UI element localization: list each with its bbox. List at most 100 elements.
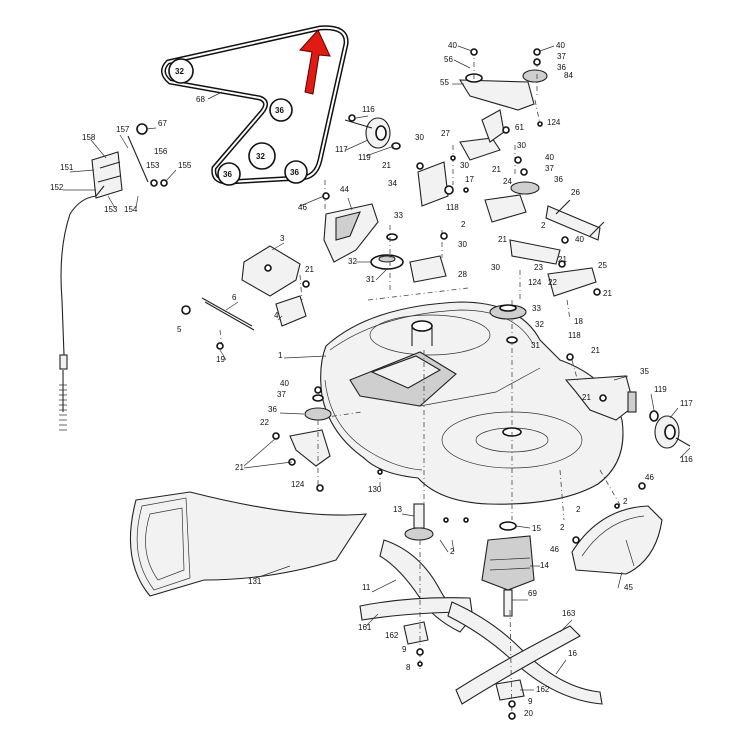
callout-c33b: 33 bbox=[532, 304, 541, 313]
callout-c21e: 21 bbox=[305, 265, 314, 274]
mower-deck bbox=[319, 287, 624, 521]
callout-c3: 3 bbox=[280, 234, 285, 243]
callout-c162b: 162 bbox=[536, 685, 550, 694]
callout-c151: 151 bbox=[60, 163, 74, 172]
callout-c15: 15 bbox=[532, 524, 541, 533]
callout-c55: 55 bbox=[440, 78, 449, 87]
callout-c2d: 2 bbox=[576, 505, 581, 514]
blade-163 bbox=[455, 625, 581, 705]
leader-lines bbox=[63, 45, 691, 691]
callout-c21c: 21 bbox=[498, 235, 507, 244]
lever-bracket bbox=[91, 151, 123, 199]
callout-c44: 44 bbox=[340, 185, 349, 194]
bracket-3 bbox=[241, 245, 301, 297]
callout-c46c: 46 bbox=[550, 545, 559, 554]
callout-c2c: 2 bbox=[623, 497, 628, 506]
callout-c161: 161 bbox=[358, 623, 372, 632]
callout-c25: 25 bbox=[598, 261, 607, 270]
callout-c5: 5 bbox=[177, 325, 182, 334]
callout-c40e: 40 bbox=[280, 379, 289, 388]
callout-c9b: 9 bbox=[528, 697, 533, 706]
belt-leader bbox=[207, 91, 223, 100]
callout-c31b: 31 bbox=[531, 341, 540, 350]
callout-c40c: 40 bbox=[545, 153, 554, 162]
callout-c117b: 117 bbox=[680, 399, 693, 408]
bracket-25 bbox=[547, 267, 597, 297]
callout-c130: 130 bbox=[368, 485, 382, 494]
callout-c36b: 36 bbox=[554, 175, 563, 184]
callout-c6: 6 bbox=[232, 293, 237, 302]
callout-c21a: 21 bbox=[382, 161, 391, 170]
belt-direction-arrow bbox=[299, 29, 331, 95]
callout-c32b: 32 bbox=[535, 320, 544, 329]
callout-c16: 16 bbox=[568, 649, 577, 658]
bracket-55 bbox=[458, 79, 535, 111]
callout-c158: 158 bbox=[82, 133, 96, 142]
callout-c21f: 21 bbox=[603, 289, 612, 298]
right-spindle-pulley bbox=[489, 304, 527, 344]
callout-c124a: 124 bbox=[547, 118, 561, 127]
callout-c30a: 30 bbox=[415, 133, 424, 142]
callout-c162a: 162 bbox=[385, 631, 399, 640]
callout-c153: 153 bbox=[146, 161, 160, 170]
washer-15 bbox=[499, 521, 517, 531]
callout-c117a: 117 bbox=[335, 145, 348, 154]
callout-c56: 56 bbox=[444, 55, 453, 64]
callout-c21d: 21 bbox=[558, 255, 567, 264]
callout-c4: 4 bbox=[274, 311, 279, 320]
callout-c18: 18 bbox=[574, 317, 583, 326]
callout-c46b: 46 bbox=[645, 473, 654, 482]
belt-pulley-right bbox=[269, 98, 293, 122]
callout-c155: 155 bbox=[178, 161, 192, 170]
belt-routing-inset: 32 36 32 36 36 68 bbox=[161, 25, 349, 186]
idler-arm-27 bbox=[459, 137, 501, 161]
callout-c40b: 40 bbox=[556, 41, 565, 50]
callout-c17: 17 bbox=[465, 175, 474, 184]
left-hangers bbox=[181, 245, 307, 351]
callout-c37c: 37 bbox=[277, 390, 286, 399]
callout-c8: 8 bbox=[406, 663, 411, 672]
callout-c157: 157 bbox=[116, 125, 130, 134]
callout-c30c: 30 bbox=[460, 161, 469, 170]
callout-c24: 24 bbox=[503, 177, 512, 186]
mower-belt-inner bbox=[162, 26, 348, 184]
callout-c40d: 40 bbox=[575, 235, 584, 244]
cable-spring bbox=[59, 384, 67, 431]
callout-c67: 67 bbox=[158, 119, 167, 128]
callout-c116a: 116 bbox=[362, 105, 375, 114]
callout-c152: 152 bbox=[50, 183, 64, 192]
callout-c35: 35 bbox=[640, 367, 649, 376]
callout-c69: 69 bbox=[528, 589, 537, 598]
belt-label: 68 bbox=[196, 95, 205, 104]
callout-c40a: 40 bbox=[448, 41, 457, 50]
belt-pulley-center-label: 32 bbox=[256, 152, 265, 161]
belt-pulley-top-label: 32 bbox=[175, 67, 184, 76]
callout-c36c: 36 bbox=[268, 405, 277, 414]
callout-c30b: 30 bbox=[517, 141, 526, 150]
callout-c22a: 22 bbox=[548, 278, 557, 287]
callout-c119a: 119 bbox=[358, 153, 371, 162]
callout-c20: 20 bbox=[524, 709, 533, 718]
callout-c30e: 30 bbox=[491, 263, 500, 272]
callout-c28: 28 bbox=[458, 270, 467, 279]
callout-c61: 61 bbox=[515, 123, 524, 132]
callout-c156: 156 bbox=[154, 147, 168, 156]
callout-c23: 23 bbox=[534, 263, 543, 272]
lever-rod bbox=[127, 135, 149, 183]
callout-c1: 1 bbox=[278, 351, 283, 360]
callout-c21h: 21 bbox=[582, 393, 591, 402]
belt-pulley-left-label: 36 bbox=[223, 170, 232, 179]
callout-c46a: 46 bbox=[298, 203, 307, 212]
callout-c13: 13 bbox=[393, 505, 402, 514]
belt-pulley-center bbox=[248, 142, 276, 170]
callout-c36a: 36 bbox=[557, 63, 566, 72]
callout-c34: 34 bbox=[388, 179, 397, 188]
callout-c9a: 9 bbox=[402, 645, 407, 654]
belt-pulley-bottom-right bbox=[284, 160, 308, 184]
callout-c14: 14 bbox=[540, 561, 549, 570]
lever-knob bbox=[136, 123, 148, 135]
callout-c19: 19 bbox=[216, 355, 225, 364]
